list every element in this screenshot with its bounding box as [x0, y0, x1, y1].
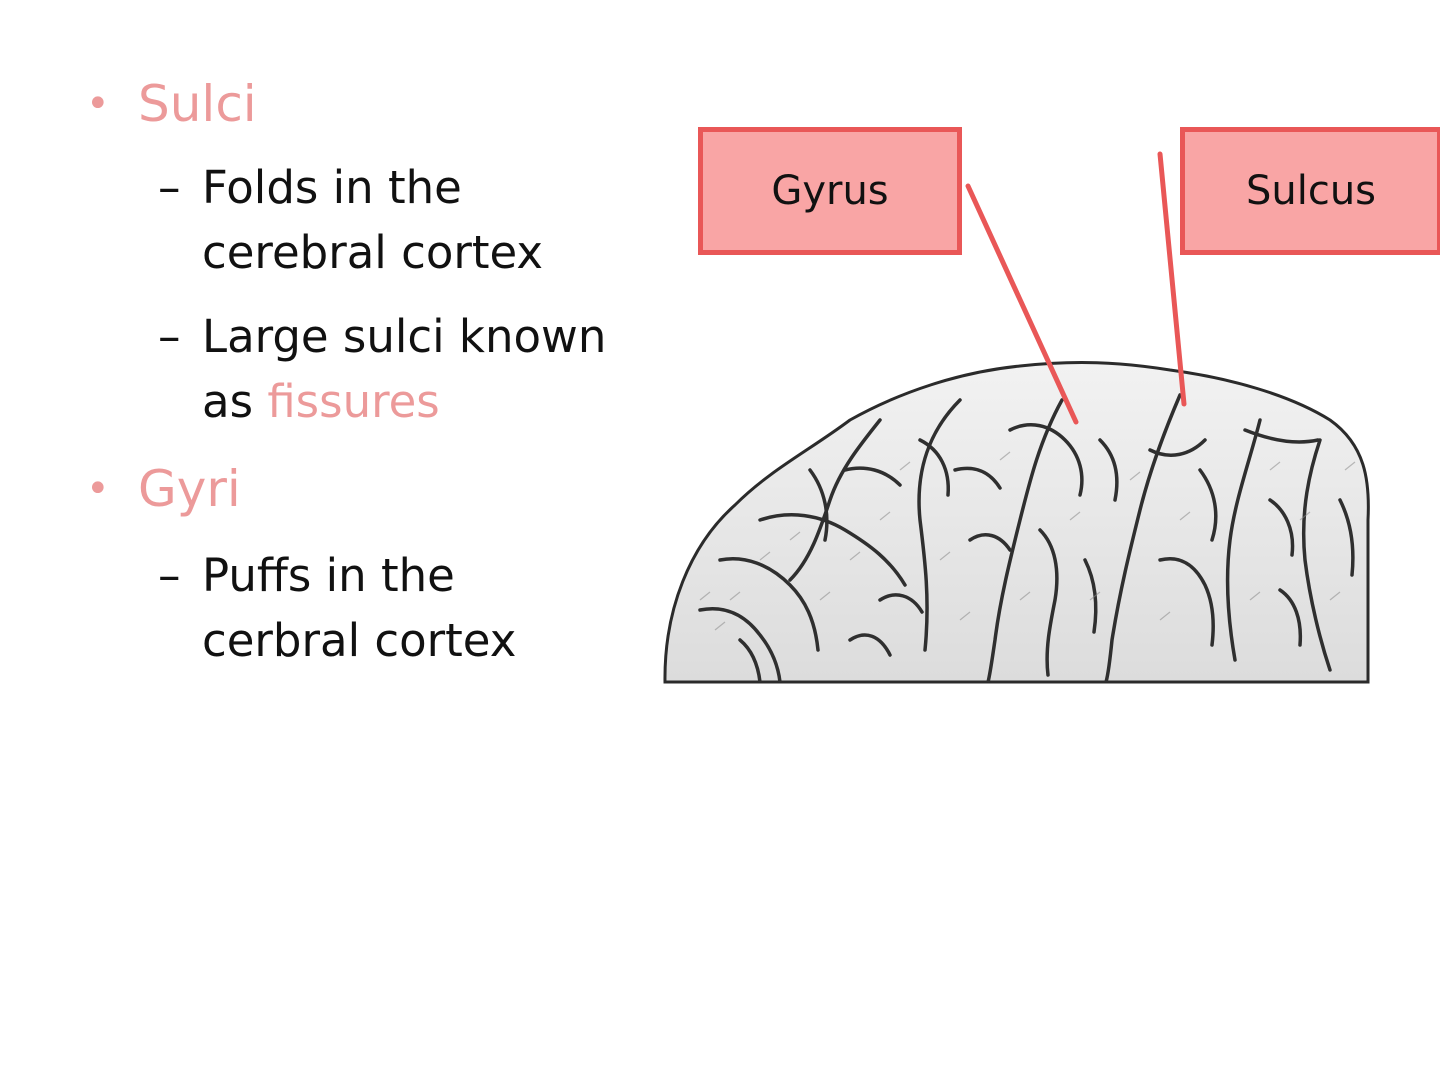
subpoint-line: cerebral cortex — [202, 226, 544, 279]
sulcus-leader-line — [1157, 151, 1187, 407]
bullet-list: • Sulci – Folds in the cerebral cortex –… — [0, 0, 680, 700]
subpoint-prefix: as — [202, 375, 268, 428]
sulcus-callout: Sulcus — [1180, 127, 1440, 255]
gyrus-leader-line — [965, 183, 1079, 425]
gyrus-callout: Gyrus — [698, 127, 962, 255]
brain-illustration — [663, 361, 1370, 684]
bullet-dot: • — [86, 466, 110, 512]
subpoint-line: Puffs in the — [202, 549, 455, 602]
dash: – — [158, 161, 181, 214]
subpoint-line: cerbral cortex — [202, 614, 517, 667]
dash: – — [158, 549, 181, 602]
bullet-title: Gyri — [138, 460, 241, 518]
fissures-term: fissures — [267, 375, 440, 428]
gyrus-callout-label: Gyrus — [771, 168, 889, 214]
subpoint-line: Folds in the — [202, 161, 462, 214]
dash: – — [158, 310, 181, 363]
subpoint-line: as fissures — [202, 369, 440, 434]
bullet-dot: • — [86, 81, 110, 127]
sulcus-callout-label: Sulcus — [1245, 168, 1377, 214]
bullet-title: Sulci — [138, 75, 257, 133]
subpoint-line: Large sulci known — [202, 310, 607, 363]
